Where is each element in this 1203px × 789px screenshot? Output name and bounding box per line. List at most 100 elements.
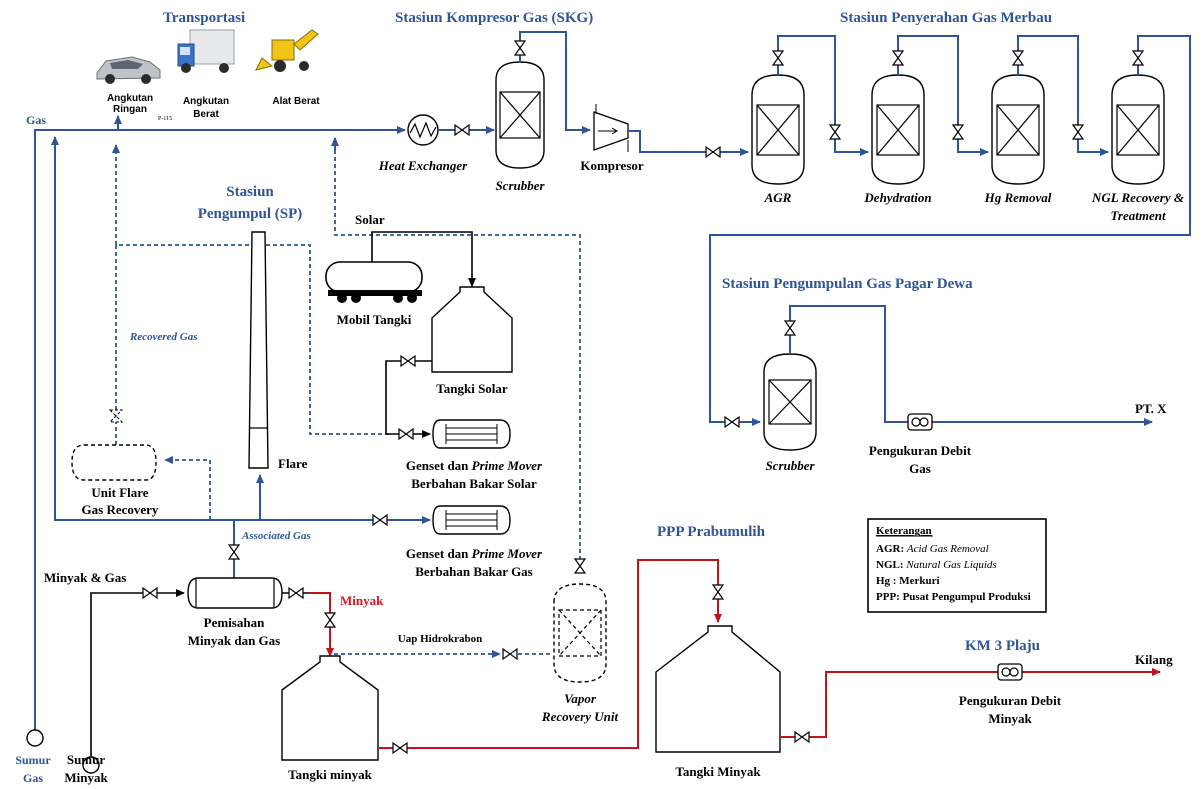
legend-hg: Hg : Merkuri bbox=[876, 575, 940, 587]
scrubber-label: Scrubber bbox=[495, 178, 545, 193]
associated-gas-label: Associated Gas bbox=[241, 530, 311, 542]
truck-icon bbox=[177, 29, 235, 73]
valve-icon[interactable] bbox=[398, 428, 414, 440]
valve-icon[interactable] bbox=[514, 40, 526, 56]
valve-icon[interactable] bbox=[392, 742, 408, 754]
solar-label: Solar bbox=[355, 212, 385, 227]
minyak-gas-label: Minyak & Gas bbox=[44, 570, 126, 585]
dehydration-vessel bbox=[871, 74, 925, 185]
legend-title: Keterangan bbox=[876, 525, 932, 537]
vru-to-header-line bbox=[334, 150, 581, 560]
flare-stack bbox=[248, 231, 269, 469]
heat-exchanger-label: Heat Exchanger bbox=[378, 158, 468, 173]
tangki-minyak-ppp-label: Tangki Minyak bbox=[675, 764, 761, 779]
solar-feed-line bbox=[371, 231, 476, 287]
valve-icon[interactable] bbox=[502, 648, 518, 660]
oil-tank-sp bbox=[281, 655, 379, 761]
uap-label: Uap Hidrokrabon bbox=[398, 633, 482, 645]
section-pagar-dewa: Stasiun Pengumpulan Gas Pagar Dewa bbox=[722, 276, 973, 292]
mobil-tangki-label: Mobil Tangki bbox=[337, 312, 412, 327]
dehydration-to-hg bbox=[897, 35, 989, 156]
valve-icon[interactable] bbox=[772, 50, 784, 66]
heat-exchanger-coil bbox=[409, 121, 437, 139]
valve-icon[interactable] bbox=[1132, 50, 1144, 66]
valve-icon[interactable] bbox=[794, 731, 810, 743]
valve-icon[interactable] bbox=[372, 514, 388, 526]
vehicle-tag: P-115 bbox=[158, 116, 172, 122]
genset-gas-label-line1: Genset dan Prime Mover bbox=[406, 546, 543, 561]
separator-vessel bbox=[187, 577, 283, 609]
valve-icon[interactable] bbox=[829, 124, 841, 140]
vehicle-alat: Alat Berat bbox=[272, 96, 320, 107]
section-ppp: PPP Prabumulih bbox=[657, 524, 766, 540]
valve-icon[interactable] bbox=[724, 416, 740, 428]
valve-icon[interactable] bbox=[784, 320, 796, 336]
valve-icon[interactable] bbox=[1072, 124, 1084, 140]
associated-gas-return bbox=[51, 136, 260, 521]
valve-icon[interactable] bbox=[712, 584, 724, 600]
oil-flow-meter-icon bbox=[997, 663, 1023, 681]
oil-well-icon bbox=[82, 756, 100, 774]
hg-removal-label: Hg Removal bbox=[984, 190, 1052, 205]
valve-icon[interactable] bbox=[142, 587, 158, 599]
light-vehicle-icon bbox=[96, 56, 161, 84]
valve-icon[interactable] bbox=[324, 612, 336, 628]
genset-solar-label-line1: Genset dan Prime Mover bbox=[406, 458, 543, 473]
unit-flare-vessel bbox=[71, 444, 157, 481]
minyak-label: Minyak bbox=[340, 593, 384, 608]
kilang-label: Kilang bbox=[1135, 652, 1173, 667]
scrubber-to-ptx bbox=[789, 305, 1153, 426]
tangki-solar-label: Tangki Solar bbox=[436, 381, 508, 396]
section-km3: KM 3 Plaju bbox=[965, 638, 1040, 654]
valve-icon[interactable] bbox=[228, 544, 240, 560]
section-transportasi: Transportasi bbox=[163, 10, 245, 26]
valve-icon[interactable] bbox=[952, 124, 964, 140]
hg-removal-vessel bbox=[991, 74, 1045, 185]
section-sp-line2: Pengumpul (SP) bbox=[198, 206, 303, 222]
valve-icon[interactable] bbox=[454, 124, 470, 136]
vru-vessel bbox=[553, 583, 607, 683]
solar-to-genset bbox=[385, 360, 432, 438]
ngl-label-line1: NGL Recovery & bbox=[1091, 190, 1184, 205]
vru-label-line1: Vapor bbox=[564, 691, 597, 706]
compressor-to-agr bbox=[628, 130, 749, 156]
recovered-gas-line bbox=[115, 244, 392, 445]
skg-scrubber bbox=[495, 61, 545, 169]
genset-gas bbox=[432, 505, 511, 535]
legend-agr: AGR: Acid Gas Removal bbox=[876, 543, 989, 555]
pagar-dewa-scrubber bbox=[763, 353, 817, 451]
legend-ppp: PPP: Pusat Pengumpul Produksi bbox=[876, 591, 1031, 603]
vehicle-ringan-line1: Angkutan bbox=[107, 93, 153, 104]
flare-recovery-feed bbox=[164, 456, 211, 520]
wellfluid-to-separator bbox=[90, 589, 185, 760]
dehydration-label: Dehydration bbox=[863, 190, 931, 205]
dashed-valve-icon bbox=[108, 409, 124, 423]
gas-meter-label-line2: Gas bbox=[909, 461, 931, 476]
valve-icon[interactable] bbox=[705, 146, 721, 158]
hg-to-ngl bbox=[1017, 35, 1109, 156]
valve-icon[interactable] bbox=[400, 355, 416, 367]
flare-label: Flare bbox=[278, 456, 308, 471]
recovered-gas-label: Recovered Gas bbox=[129, 331, 198, 343]
agr-vessel bbox=[751, 74, 805, 185]
valve-icon[interactable] bbox=[288, 587, 304, 599]
oil-to-tank-sp bbox=[310, 592, 334, 657]
oil-tank-ppp bbox=[655, 625, 781, 753]
valve-icon[interactable] bbox=[892, 50, 904, 66]
unit-flare-label-line1: Unit Flare bbox=[91, 485, 148, 500]
sumur-gas-line2: Gas bbox=[23, 771, 43, 785]
oil-to-ppp bbox=[378, 559, 722, 749]
oil-meter-label-line1: Pengukuran Debit bbox=[959, 693, 1062, 708]
legend-box: Keterangan AGR: Acid Gas Removal NGL: Na… bbox=[867, 518, 1047, 613]
ngl-vessel bbox=[1111, 74, 1165, 185]
vru-label-line2: Recovery Unit bbox=[541, 709, 619, 724]
gas-label: Gas bbox=[26, 113, 46, 127]
separator-label-line2: Minyak dan Gas bbox=[188, 633, 280, 648]
valve-icon[interactable] bbox=[1012, 50, 1024, 66]
sumur-minyak-line2: Minyak bbox=[64, 770, 108, 785]
excavator-icon bbox=[255, 29, 319, 72]
vehicle-berat-line1: Angkutan bbox=[183, 96, 229, 107]
valve-icon[interactable] bbox=[574, 558, 586, 574]
sumur-gas-line1: Sumur bbox=[15, 753, 51, 767]
